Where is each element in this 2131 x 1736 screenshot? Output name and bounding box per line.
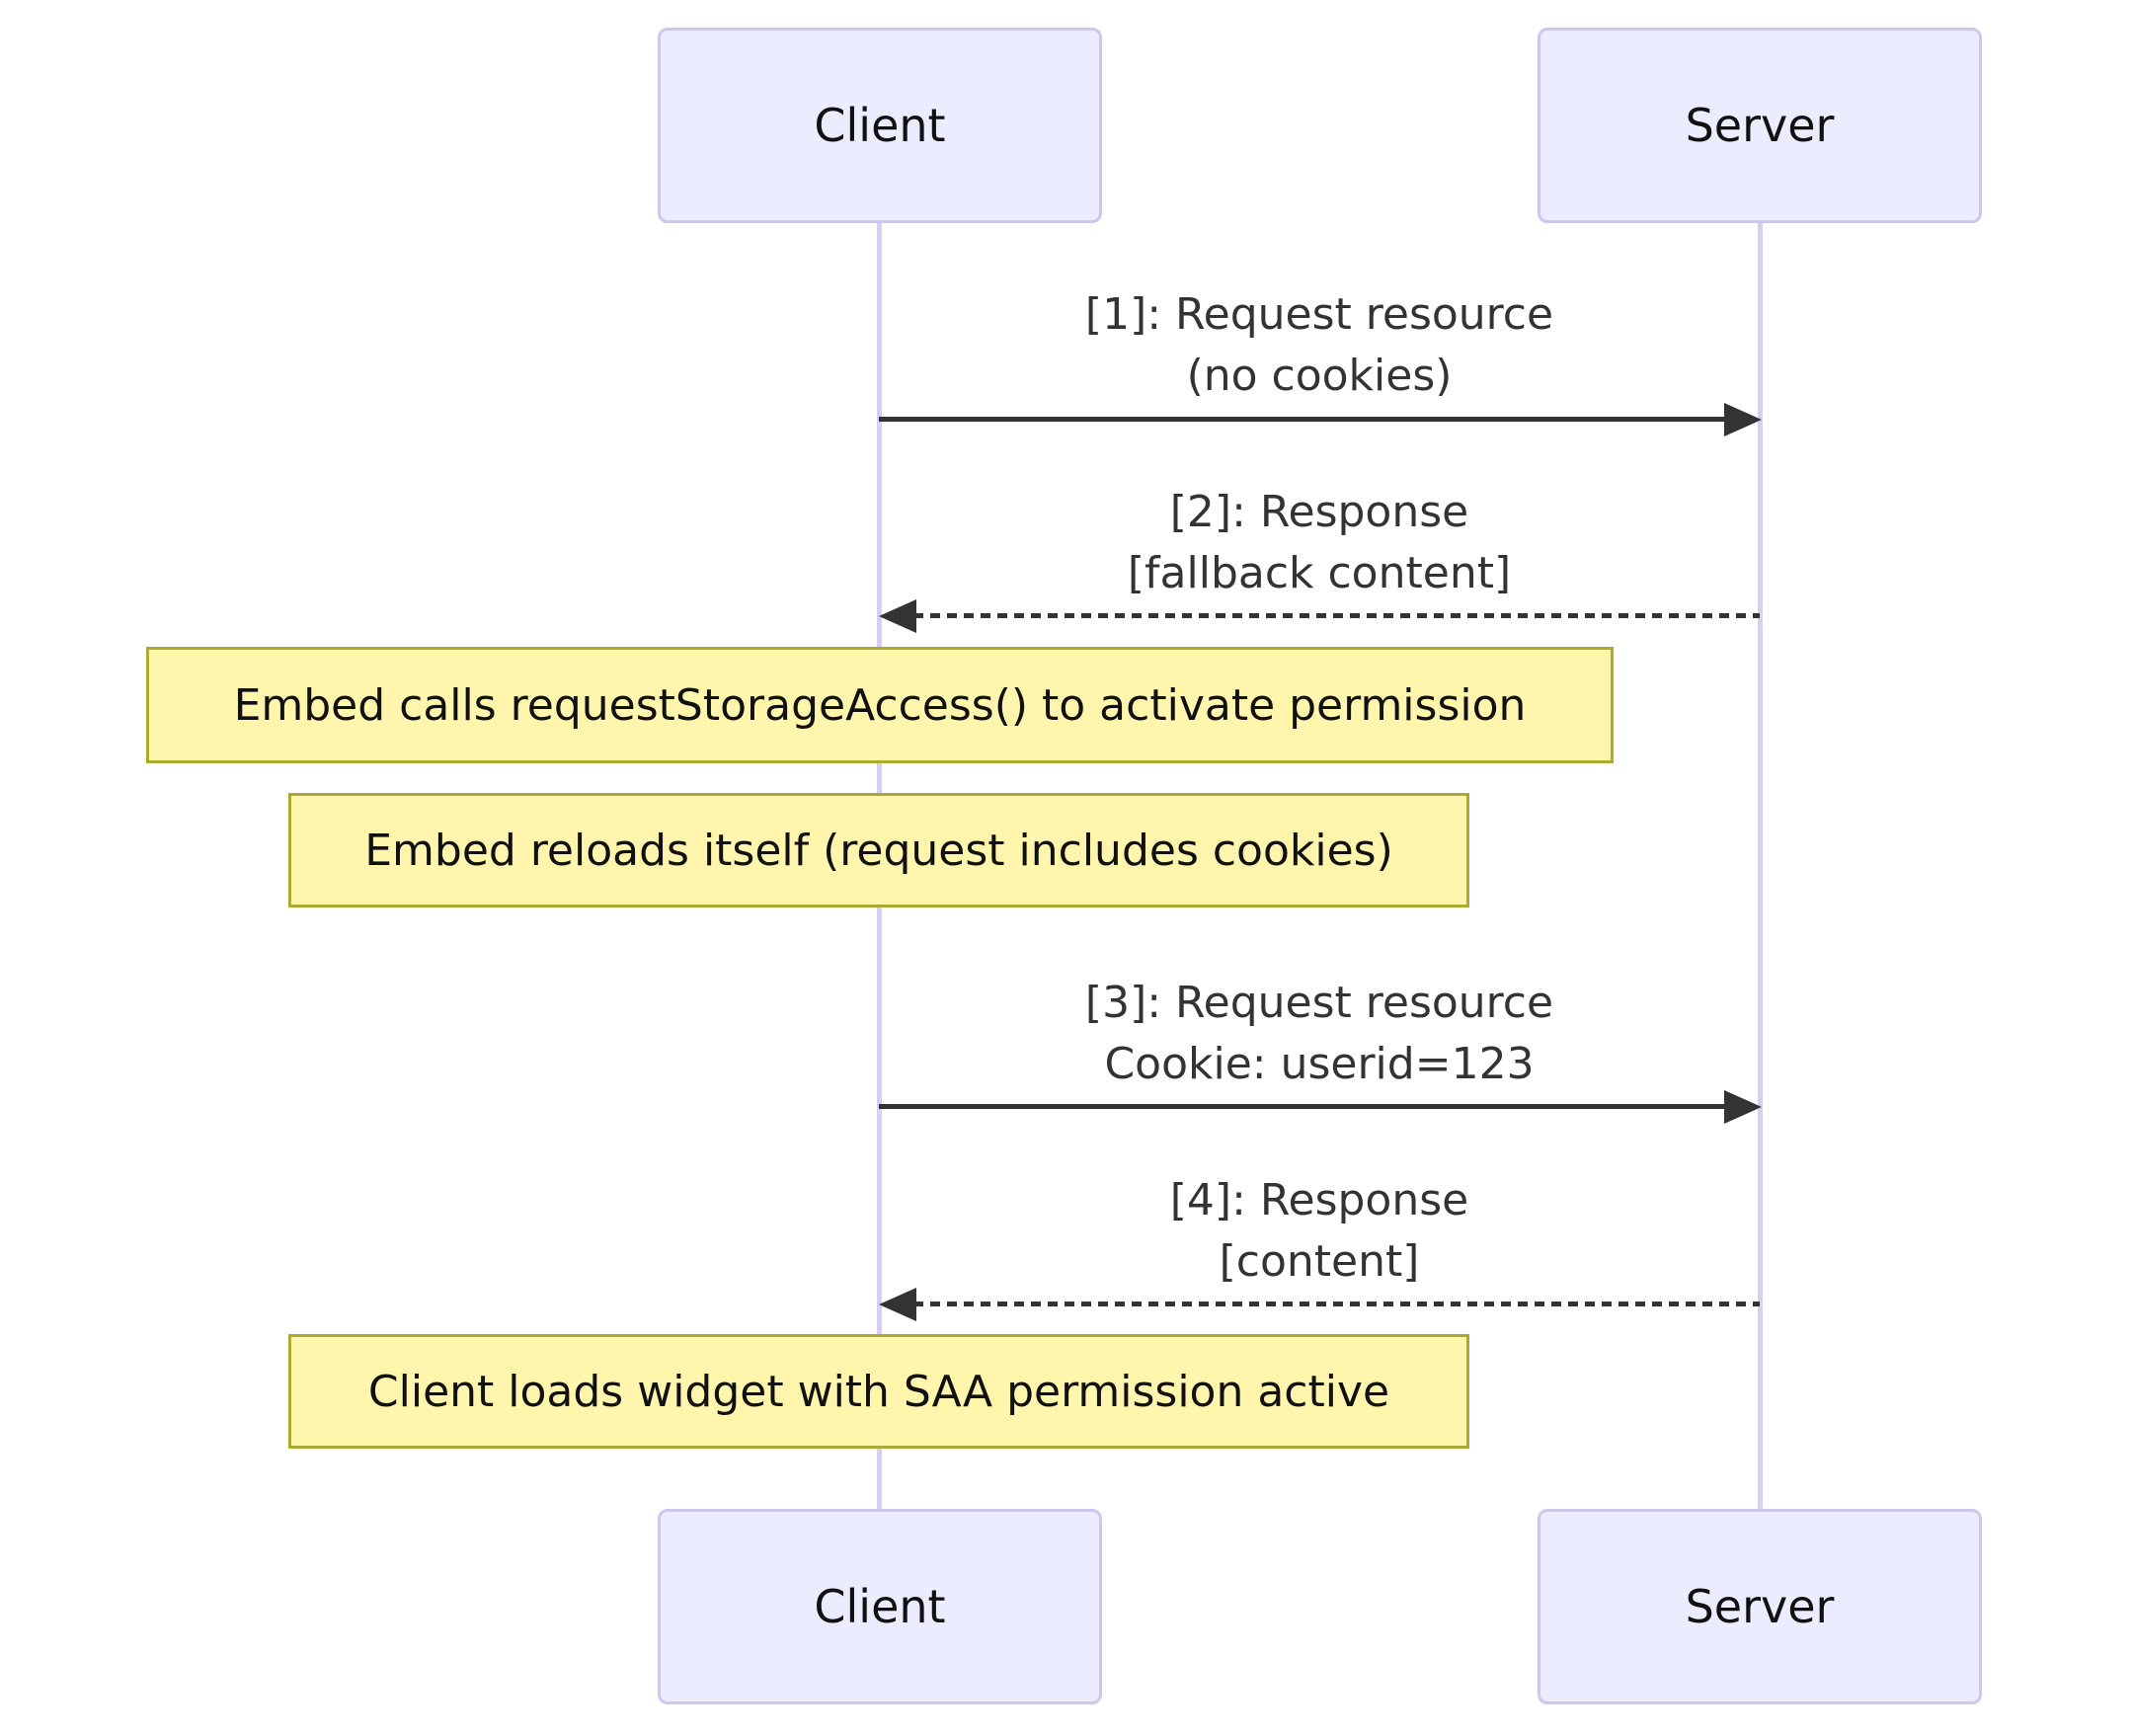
message-1-line1: [1]: Request resource <box>1084 289 1554 340</box>
actor-bottom-client: Client <box>658 1509 1102 1704</box>
actor-label-client: Client <box>814 99 946 152</box>
message-3-label: [3]: Request resource Cookie: userid=123 <box>879 973 1760 1095</box>
actor-label-server: Server <box>1685 1580 1835 1633</box>
arrowhead-left-icon <box>879 1288 916 1321</box>
message-4-label: [4]: Response [content] <box>879 1170 1760 1293</box>
message-4-arrow-line <box>913 1302 1760 1306</box>
message-3-line2: Cookie: userid=123 <box>1104 1039 1535 1089</box>
message-4-line2: [content] <box>1219 1236 1420 1287</box>
actor-top-server: Server <box>1538 28 1982 223</box>
message-3-arrow-line <box>879 1104 1728 1109</box>
message-1-arrow-line <box>879 417 1728 422</box>
arrowhead-left-icon <box>879 599 916 633</box>
note-3: Client loads widget with SAA permission … <box>288 1334 1469 1449</box>
message-2-arrow-line <box>913 613 1760 618</box>
note-3-text: Client loads widget with SAA permission … <box>367 1366 1390 1417</box>
message-4-line1: [4]: Response <box>1169 1175 1469 1225</box>
note-1-text: Embed calls requestStorageAccess() to ac… <box>233 679 1527 731</box>
lifeline-server <box>1758 223 1763 1509</box>
arrowhead-right-icon <box>1724 403 1762 436</box>
actor-label-client: Client <box>814 1580 946 1633</box>
actor-bottom-server: Server <box>1538 1509 1982 1704</box>
actor-label-server: Server <box>1685 99 1835 152</box>
message-1-label: [1]: Request resource (no cookies) <box>879 284 1760 407</box>
message-3-line1: [3]: Request resource <box>1084 978 1554 1028</box>
actor-top-client: Client <box>658 28 1102 223</box>
message-2-label: [2]: Response [fallback content] <box>879 482 1760 604</box>
message-1-line2: (no cookies) <box>1186 351 1453 401</box>
note-2-text: Embed reloads itself (request includes c… <box>364 825 1393 876</box>
message-2-line1: [2]: Response <box>1169 487 1469 537</box>
note-2: Embed reloads itself (request includes c… <box>288 793 1469 907</box>
note-1: Embed calls requestStorageAccess() to ac… <box>146 647 1614 763</box>
arrowhead-right-icon <box>1724 1090 1762 1124</box>
message-2-line2: [fallback content] <box>1127 548 1512 598</box>
